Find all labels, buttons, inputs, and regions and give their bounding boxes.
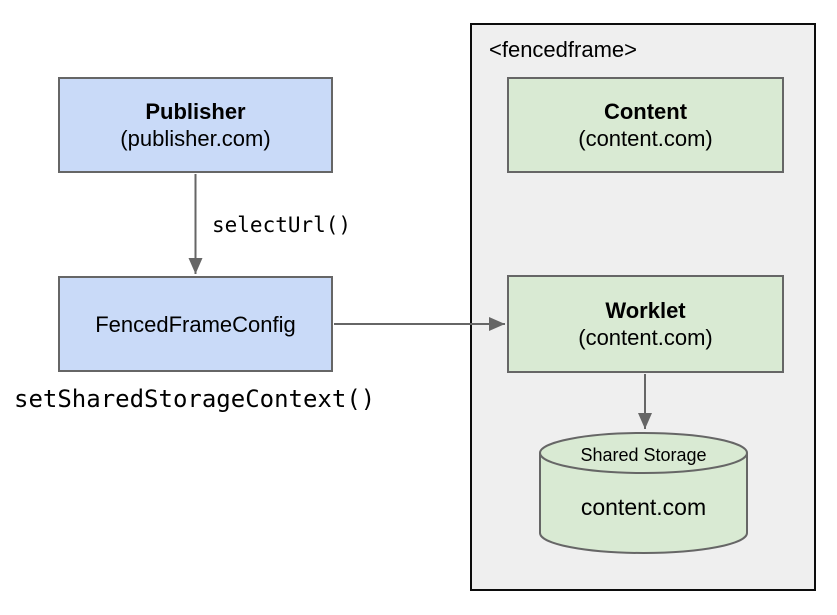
content-subtitle: (content.com) [578, 126, 713, 151]
content-title: Content [603, 99, 688, 124]
cylinder-top [539, 432, 748, 474]
shared-storage-origin: content.com [580, 494, 707, 520]
content-node: Content (content.com) [507, 77, 784, 173]
database-cylinder-icon [539, 432, 748, 554]
select-url-label: selectUrl() [212, 213, 352, 237]
fencedframe-tag-label: <fencedframe> [489, 37, 637, 62]
publisher-node: Publisher (publisher.com) [58, 77, 333, 173]
publisher-subtitle: (publisher.com) [120, 126, 271, 151]
worklet-title: Worklet [605, 298, 686, 323]
shared-storage-label: Shared Storage [580, 445, 707, 465]
fenced-frame-config-node: FencedFrameConfig [58, 276, 333, 372]
fenced-frame-config-title: FencedFrameConfig [95, 311, 296, 337]
cylinder-body [539, 453, 748, 554]
worklet-subtitle: (content.com) [578, 325, 713, 350]
worklet-node: Worklet (content.com) [507, 275, 784, 373]
publisher-title: Publisher [145, 99, 246, 124]
shared-storage-node: Shared Storage content.com [538, 431, 749, 556]
set-shared-storage-context-label: setSharedStorageContext() [14, 385, 376, 413]
